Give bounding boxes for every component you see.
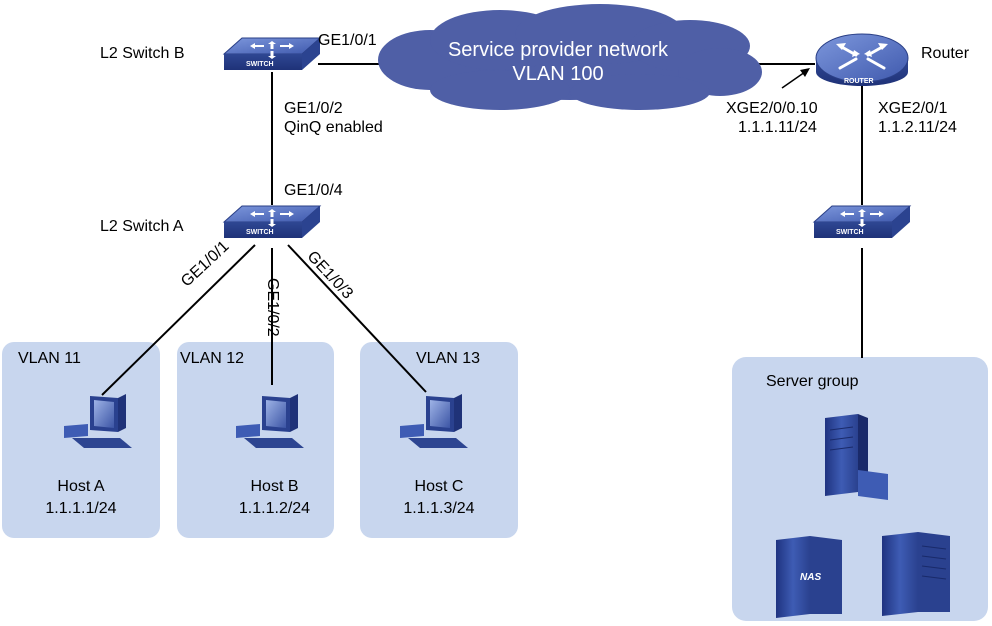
router-xge201-ip: 1.1.2.11/24: [878, 119, 957, 136]
router-sub-ip: 1.1.1.11/24: [738, 119, 817, 136]
host-a-ip: 1.1.1.1/24: [45, 500, 117, 517]
server-group-label: Server group: [766, 373, 859, 390]
vlan-12-label: VLAN 12: [180, 350, 245, 367]
router-icon[interactable]: ROUTER: [815, 33, 909, 86]
host-a-name: Host A: [57, 478, 105, 495]
port-a-ge102: GE1/0/2: [264, 278, 281, 337]
switch-b-label: L2 Switch B: [100, 45, 185, 62]
host-a-pc-icon[interactable]: [64, 394, 132, 448]
host-c-ip: 1.1.1.3/24: [403, 500, 475, 517]
port-b-ge102: GE1/0/2: [284, 100, 343, 117]
nas-server-icon[interactable]: NAS: [776, 536, 842, 618]
service-provider-cloud: [378, 4, 762, 110]
router-xge201: XGE2/0/1: [878, 100, 948, 117]
router-label: Router: [921, 45, 970, 62]
server-switch-badge: SWITCH: [836, 229, 864, 236]
host-c-name: Host C: [414, 478, 464, 495]
host-c-pc-icon[interactable]: [400, 394, 468, 448]
port-b-ge101: GE1/0/1: [318, 32, 377, 49]
host-b-ip: 1.1.1.2/24: [238, 500, 311, 517]
link-switcha-hostc: [287, 244, 427, 393]
qinq-note: QinQ enabled: [284, 119, 383, 136]
host-b-name: Host B: [250, 478, 299, 495]
server-switch-icon[interactable]: SWITCH: [813, 205, 911, 239]
port-a-ge104: GE1/0/4: [284, 182, 343, 199]
switch-b-badge: SWITCH: [246, 61, 274, 68]
cloud-title: Service provider network: [447, 39, 669, 61]
cloud-vlan: VLAN 100: [512, 63, 604, 85]
switch-a-badge: SWITCH: [246, 229, 274, 236]
host-b-pc-icon[interactable]: [236, 394, 304, 448]
switch-a-label: L2 Switch A: [100, 218, 184, 235]
router-badge: ROUTER: [844, 78, 874, 85]
switch-b-icon[interactable]: SWITCH: [223, 37, 321, 71]
link-switcha-hosta: [101, 244, 256, 396]
rack-server-icon[interactable]: [882, 532, 950, 616]
server-tower-icon[interactable]: [825, 414, 888, 500]
nas-badge: NAS: [800, 572, 821, 583]
vlan-13-label: VLAN 13: [416, 350, 481, 367]
switch-a-icon[interactable]: SWITCH: [223, 205, 321, 239]
vlan-11-label: VLAN 11: [18, 350, 81, 367]
subinterface-arrow: [781, 68, 810, 89]
router-sub-interface: XGE2/0/0.10: [726, 100, 818, 117]
